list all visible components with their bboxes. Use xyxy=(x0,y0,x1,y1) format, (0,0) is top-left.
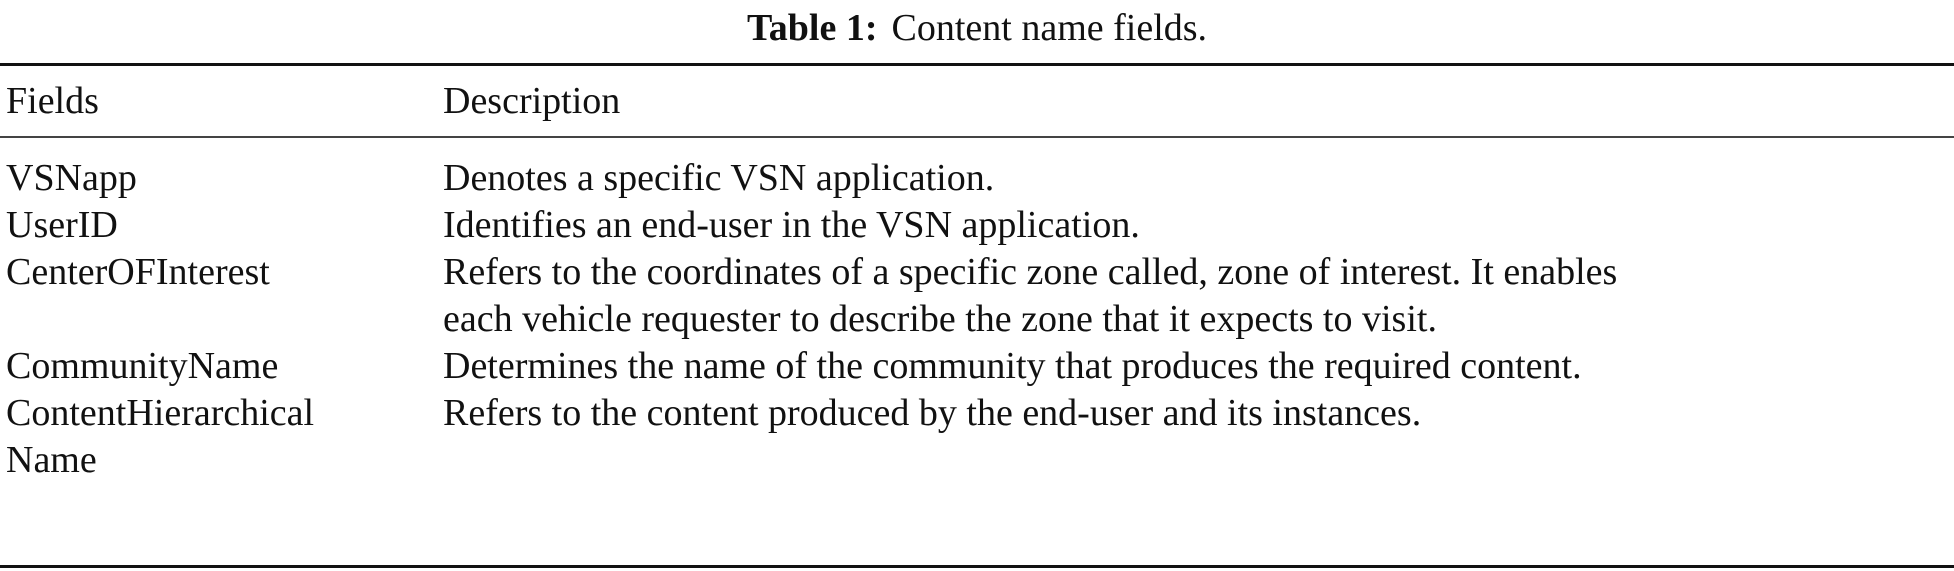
description-line: each vehicle requester to describe the z… xyxy=(443,298,1437,340)
description-line: Determines the name of the community tha… xyxy=(443,345,1582,387)
description-cell: Refers to the content produced by the en… xyxy=(443,390,1954,484)
table-caption: Table 1: Content name fields. xyxy=(0,6,1954,50)
field-cell: UserID xyxy=(6,204,118,246)
description-line: Refers to the coordinates of a specific … xyxy=(443,251,1618,293)
field-line: Name xyxy=(6,439,97,481)
table-body: VSNapp Denotes a specific VSN applicatio… xyxy=(0,155,1954,484)
table-row: VSNapp Denotes a specific VSN applicatio… xyxy=(0,155,1954,202)
header-rule xyxy=(0,136,1954,138)
field-line: ContentHierarchical xyxy=(6,392,315,434)
field-cell: CenterOFInterest xyxy=(6,251,270,293)
field-cell: VSNapp xyxy=(6,157,137,199)
header-description: Description xyxy=(443,80,621,122)
description-line: Refers to the content produced by the en… xyxy=(443,392,1422,434)
table-row: ContentHierarchical Name Refers to the c… xyxy=(0,390,1954,484)
description-cell: Refers to the coordinates of a specific … xyxy=(443,249,1954,343)
table-row: CenterOFInterest Refers to the coordinat… xyxy=(0,249,1954,343)
caption-text: Content name fields. xyxy=(891,7,1208,49)
description-cell: Determines the name of the community tha… xyxy=(443,343,1954,390)
top-rule xyxy=(0,63,1954,66)
table-row: UserID Identifies an end-user in the VSN… xyxy=(0,202,1954,249)
description-line: Denotes a specific VSN application. xyxy=(443,157,995,199)
field-cell: CommunityName xyxy=(6,345,279,387)
description-cell: Denotes a specific VSN application. xyxy=(443,155,1954,202)
description-line: Identifies an end-user in the VSN applic… xyxy=(443,204,1140,246)
description-cell: Identifies an end-user in the VSN applic… xyxy=(443,202,1954,249)
table-row: CommunityName Determines the name of the… xyxy=(0,343,1954,390)
header-fields: Fields xyxy=(6,80,99,122)
caption-label: Table 1: xyxy=(746,7,878,49)
field-cell: ContentHierarchical Name xyxy=(0,390,443,484)
bottom-rule xyxy=(0,565,1954,568)
